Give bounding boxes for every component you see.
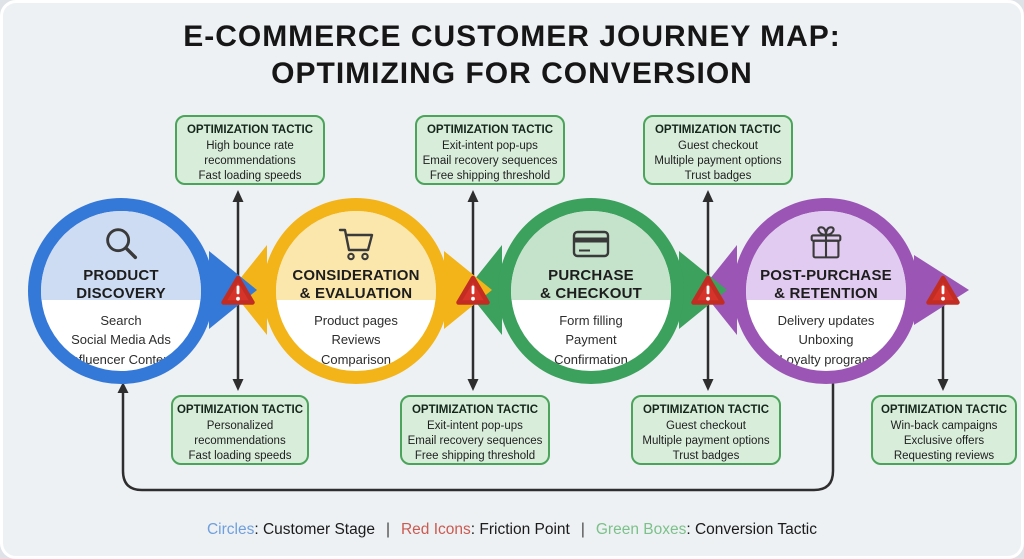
stage-product-discovery: PRODUCT DISCOVERY Search Social Media Ad… xyxy=(28,198,214,384)
legend-separator: | xyxy=(385,521,390,538)
tactic-box-top-2: OPTIMIZATION TACTIC Exit-intent pop-ups … xyxy=(415,115,565,185)
stage-ring: PRODUCT DISCOVERY Search Social Media Ad… xyxy=(28,198,214,384)
stage-post-purchase-retention: POST-PURCHASE & RETENTION Delivery updat… xyxy=(733,198,919,384)
stage-ring: PURCHASE & CHECKOUT Form filling Payment… xyxy=(498,198,684,384)
stage-name: PURCHASE & CHECKOUT xyxy=(540,267,642,303)
warning-icon-1 xyxy=(221,275,255,305)
stage-items: Form filling Payment Confirmation xyxy=(554,312,628,367)
tactic-box-bottom-1: OPTIMIZATION TACTIC Personalized recomme… xyxy=(171,395,309,465)
stage-items: Search Social Media Ads Influencer Conte… xyxy=(67,312,175,367)
tactic-box-top-1: OPTIMIZATION TACTIC High bounce rate rec… xyxy=(175,115,325,185)
stage-name: CONSIDERATION & EVALUATION xyxy=(292,267,420,303)
legend-circles-desc: : Customer Stage xyxy=(254,521,375,538)
search-icon xyxy=(41,221,201,267)
stage-name: PRODUCT DISCOVERY xyxy=(76,267,166,303)
page-title-line1: E-COMMERCE CUSTOMER JOURNEY MAP: xyxy=(183,20,841,53)
legend-green-boxes-label: Green Boxes xyxy=(595,521,687,538)
cart-icon xyxy=(276,221,436,267)
legend: Circles: Customer Stage | Red Icons: Frict… xyxy=(3,521,1021,539)
stage-consideration-evaluation: CONSIDERATION & EVALUATION Product pages… xyxy=(263,198,449,384)
gift-icon xyxy=(746,221,906,267)
page-title: E-COMMERCE CUSTOMER JOURNEY MAP: OPTIMIZ… xyxy=(3,19,1021,92)
legend-circles-label: Circles xyxy=(206,521,255,538)
warning-icon-2 xyxy=(456,275,490,305)
tactic-box-bottom-2: OPTIMIZATION TACTIC Exit-intent pop-ups … xyxy=(400,395,550,465)
tactic-box-top-3: OPTIMIZATION TACTIC Guest checkout Multi… xyxy=(643,115,793,185)
legend-red-icons-desc: : Friction Point xyxy=(470,521,570,538)
stage-items: Product pages Reviews Comparison xyxy=(314,312,398,367)
friction-arrow-down-4 xyxy=(937,303,949,391)
warning-icon-4 xyxy=(926,275,960,305)
credit-card-icon xyxy=(511,221,671,267)
tactic-box-bottom-3: OPTIMIZATION TACTIC Guest checkout Multi… xyxy=(631,395,781,465)
legend-green-boxes-desc: : Conversion Tactic xyxy=(686,521,818,538)
warning-icon-3 xyxy=(691,275,725,305)
connector-layer xyxy=(117,190,969,492)
stage-ring: CONSIDERATION & EVALUATION Product pages… xyxy=(263,198,449,384)
page-title-line2: OPTIMIZING FOR CONVERSION xyxy=(271,56,753,90)
legend-red-icons-label: Red Icons xyxy=(400,521,471,538)
stage-ring: POST-PURCHASE & RETENTION Delivery updat… xyxy=(733,198,919,384)
stage-items: Delivery updates Unboxing Loyalty progra… xyxy=(777,312,875,367)
stage-purchase-checkout: PURCHASE & CHECKOUT Form filling Payment… xyxy=(498,198,684,384)
stage-name: POST-PURCHASE & RETENTION xyxy=(760,267,892,303)
retention-loop-arrow xyxy=(117,373,835,492)
legend-separator: | xyxy=(580,521,585,538)
tactic-box-bottom-4: OPTIMIZATION TACTIC Win-back campaigns E… xyxy=(871,395,1017,465)
